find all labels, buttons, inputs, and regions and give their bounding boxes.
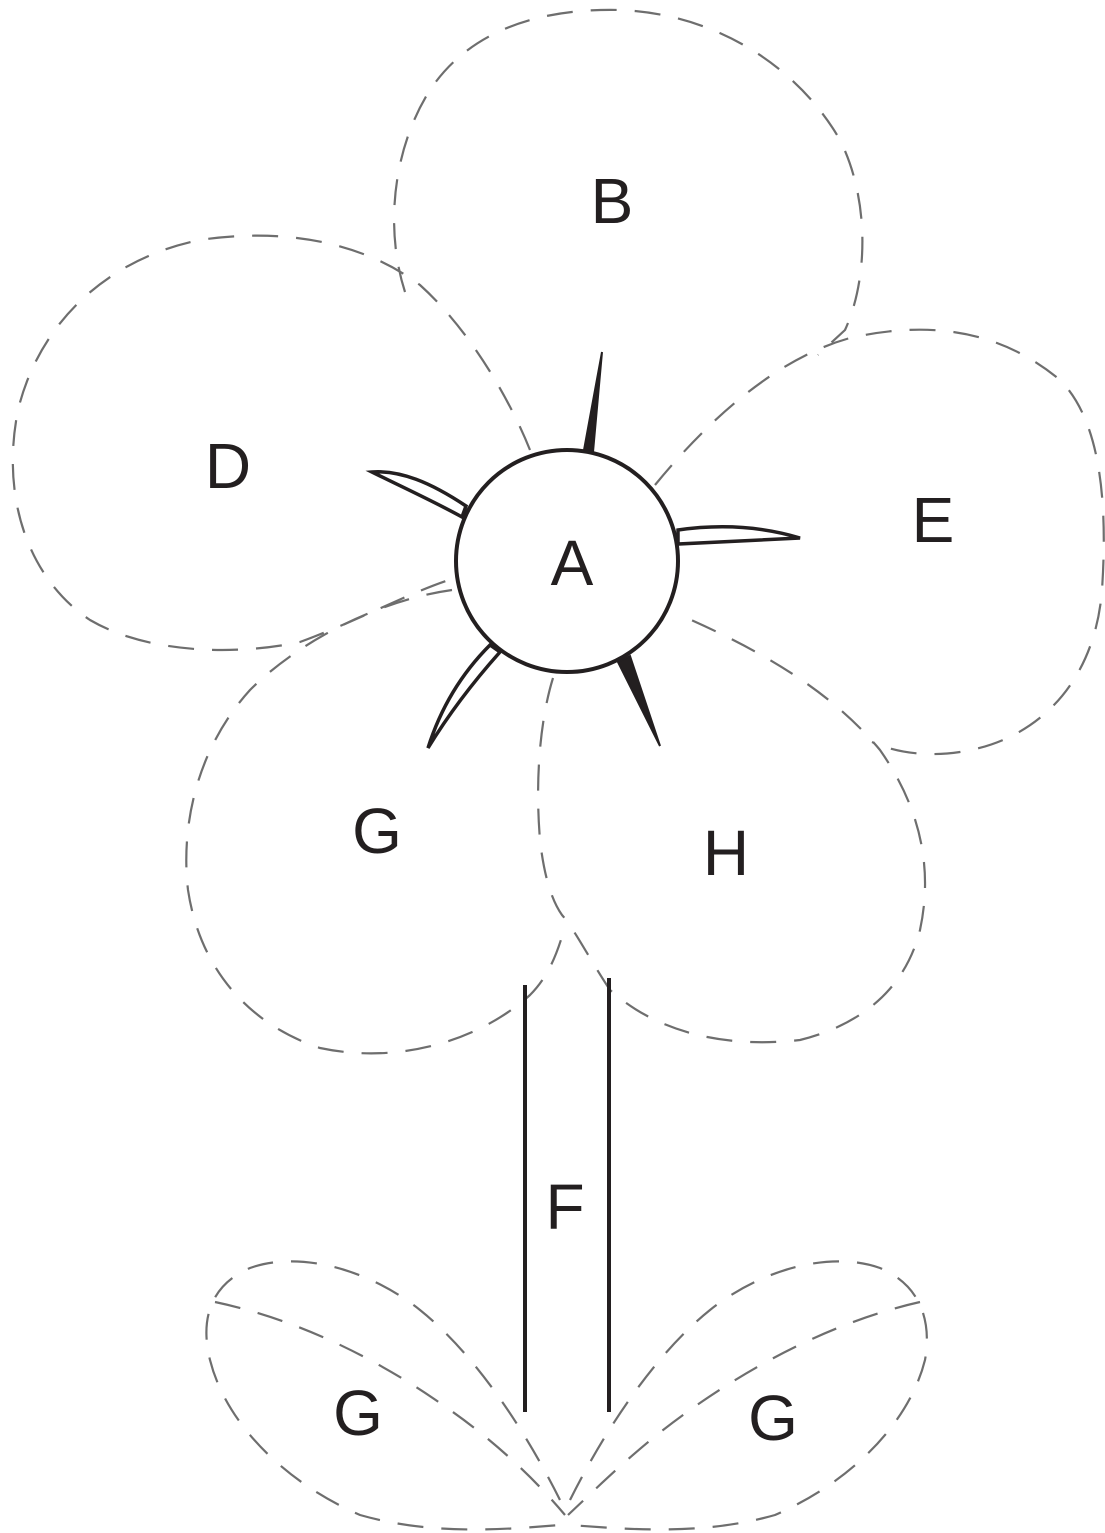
label-b: B bbox=[591, 165, 634, 237]
label-d: D bbox=[205, 430, 251, 502]
spike-right bbox=[676, 524, 801, 546]
leaf-left-outline bbox=[205, 1260, 561, 1531]
stem bbox=[523, 978, 611, 1412]
petal-b-outline bbox=[393, 8, 864, 356]
petals bbox=[11, 8, 1105, 1531]
labels: A B D E G H F G G bbox=[205, 165, 954, 1454]
center-circle bbox=[454, 448, 680, 674]
leaf-left-inner bbox=[214, 1300, 566, 1516]
leaf-right-outline bbox=[569, 1260, 928, 1531]
petal-g-outline bbox=[185, 588, 566, 1055]
spike-upper-left bbox=[365, 470, 469, 520]
spike-lower-left bbox=[426, 642, 503, 749]
label-g-right-leaf: G bbox=[748, 1382, 798, 1454]
label-g-upper: G bbox=[352, 795, 402, 867]
spike-lower-right bbox=[616, 654, 661, 747]
label-g-left-leaf: G bbox=[333, 1377, 383, 1449]
leaf-right-inner bbox=[567, 1300, 921, 1516]
label-h: H bbox=[703, 817, 749, 889]
label-a: A bbox=[551, 527, 594, 599]
petal-d-outline bbox=[11, 234, 532, 652]
spikes bbox=[365, 351, 801, 749]
petal-e-outline bbox=[654, 328, 1105, 756]
label-f: F bbox=[545, 1171, 584, 1243]
petal-h-outline bbox=[537, 613, 927, 1044]
label-e: E bbox=[912, 484, 955, 556]
spike-top bbox=[582, 351, 603, 454]
